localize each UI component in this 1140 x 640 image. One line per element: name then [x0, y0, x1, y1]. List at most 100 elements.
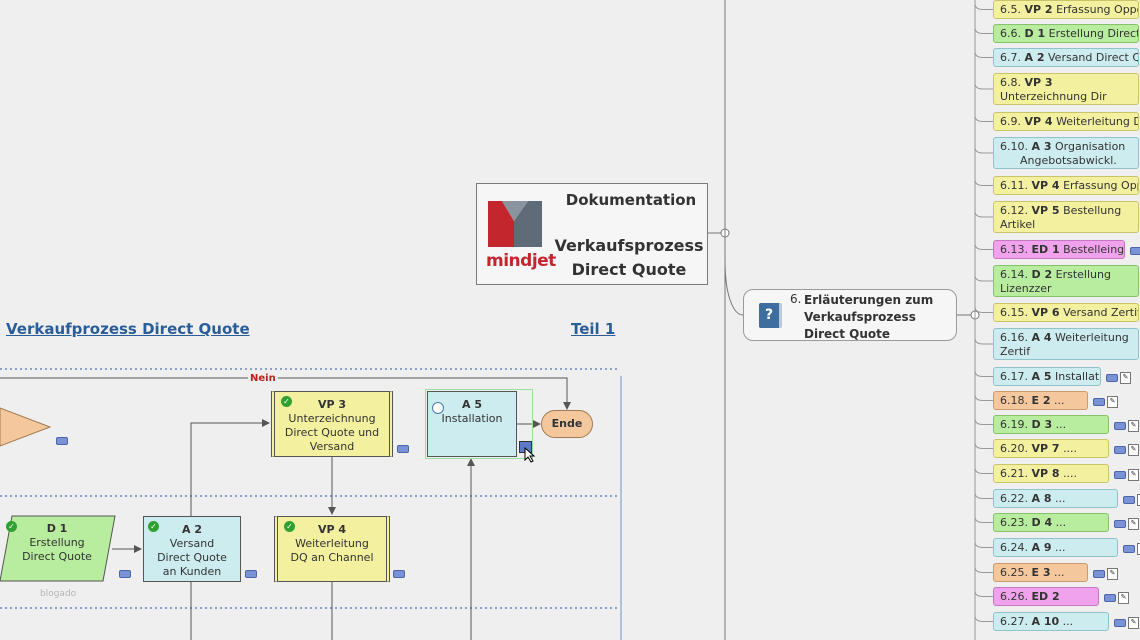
note-icon[interactable]: ✎: [1128, 616, 1139, 629]
subtopic-code: VP 6: [1031, 306, 1060, 319]
subtopic-item[interactable]: 6.17. A 5 Installation: [993, 367, 1101, 386]
marker-icon[interactable]: [1106, 373, 1118, 382]
subtopic-number: 6.18.: [1000, 394, 1028, 407]
subtopic-code: A 10: [1031, 615, 1060, 628]
process-a2[interactable]: A 2 Versand Direct Quote an Kunden: [143, 516, 241, 582]
subtopic-number: 6.13.: [1000, 243, 1028, 256]
marker-icon[interactable]: [1123, 495, 1135, 504]
vp3-line-2: Direct Quote und: [284, 426, 380, 439]
subtopic-code: E 3: [1031, 566, 1051, 579]
note-icon[interactable]: ✎: [1118, 591, 1129, 604]
selection-frame: [425, 389, 533, 459]
documentation-topic[interactable]: [476, 183, 708, 285]
mouse-cursor-icon: [524, 447, 536, 463]
subtopic-item[interactable]: 6.11. VP 4 Erfassung Opportun: [993, 176, 1139, 195]
subtopic-item[interactable]: 6.20. VP 7 ....: [993, 439, 1109, 458]
d1-line-1: Erstellung: [29, 536, 85, 549]
a5-title: A 5: [462, 398, 482, 411]
vp4-line-2: DQ an Channel: [290, 551, 374, 564]
subtopic-text: ...: [1055, 541, 1066, 554]
subtopic-item[interactable]: 6.27. A 10 ...: [993, 612, 1109, 631]
subtopic-code: A 9: [1031, 541, 1052, 554]
subtopic-item[interactable]: 6.8. VP 3 Unterzeichnung DirQuote und Ve…: [993, 73, 1139, 105]
marker-icon[interactable]: [397, 445, 409, 453]
marker-icon[interactable]: [1114, 421, 1126, 430]
subtopic-code: A 4: [1031, 331, 1052, 344]
subtopic-text: Weiterleitung Zertif: [1000, 331, 1129, 358]
subtopic-number: 6.5.: [1000, 3, 1021, 16]
subtopic-number: 6.14.: [1000, 268, 1028, 281]
watermark: blogado: [40, 589, 77, 599]
subtitle-line-2: Direct Quote: [571, 260, 687, 279]
end-node[interactable]: Ende: [541, 410, 593, 438]
subtopic-text: Versand Direct Quote: [1048, 51, 1138, 64]
marker-icon[interactable]: [56, 437, 68, 445]
note-icon[interactable]: ✎: [1107, 567, 1118, 580]
note-icon[interactable]: ✎: [1128, 443, 1139, 456]
subtopic-text: ...: [1054, 394, 1065, 407]
subtopic-item[interactable]: 6.25. E 3 ...: [993, 563, 1088, 582]
subtopic-number: 6.25.: [1000, 566, 1028, 579]
subtopic-item[interactable]: 6.21. VP 8 ....: [993, 464, 1109, 483]
subtopic-item[interactable]: 6.24. A 9 ...: [993, 538, 1118, 557]
marker-icon[interactable]: [1093, 397, 1105, 406]
marker-icon[interactable]: [1114, 470, 1126, 479]
marker-icon[interactable]: [119, 570, 131, 578]
subtopic-item[interactable]: 6.15. VP 6 Versand Zertifikat u: [993, 303, 1139, 322]
subtopic-item[interactable]: 6.9. VP 4 Weiterleitung DQ an: [993, 112, 1139, 131]
note-icon[interactable]: ✎: [1128, 517, 1139, 530]
a2-line-2: Direct Quote: [157, 551, 227, 564]
note-icon[interactable]: ✎: [1107, 395, 1118, 408]
subtopic-item[interactable]: 6.22. A 8 ...: [993, 489, 1118, 508]
marker-icon[interactable]: [1114, 519, 1126, 528]
note-icon[interactable]: ✎: [1128, 419, 1139, 432]
subtopic-text: Versand Zertifikat u: [1063, 306, 1138, 319]
marker-icon[interactable]: [1093, 569, 1105, 578]
subtopic-number: 6.9.: [1000, 115, 1021, 128]
process-a5[interactable]: A 5 Installation: [427, 391, 517, 457]
subtopic-text-line-2: Angebotsabwickl. mit H: [1020, 154, 1117, 167]
help-book-icon: ?: [759, 303, 782, 328]
process-d1[interactable]: D 1 Erstellung Direct Quote: [10, 516, 104, 581]
note-icon[interactable]: ✎: [1128, 468, 1139, 481]
a2-line-1: Versand: [169, 537, 215, 550]
subtopic-item[interactable]: 6.12. VP 5 Bestellung ArtikelOrder-Mgmt: [993, 201, 1139, 233]
note-icon[interactable]: ✎: [1120, 371, 1131, 384]
subtopic-number: 6.6.: [1000, 27, 1021, 40]
marker-icon[interactable]: [1123, 544, 1135, 553]
subtopic-code: A 3: [1031, 140, 1052, 153]
subtopic-code: A 5: [1031, 370, 1052, 383]
subtopic-code: VP 4: [1031, 179, 1060, 192]
marker-icon[interactable]: [245, 570, 257, 578]
subtopic-item[interactable]: 6.13. ED 1 Bestelleingang: [993, 240, 1125, 259]
subtopic-number: 6.26.: [1000, 590, 1028, 603]
marker-icon[interactable]: [1114, 445, 1126, 454]
process-vp4[interactable]: VP 4 Weiterleitung DQ an Channel: [274, 516, 390, 582]
marker-icon[interactable]: [1114, 618, 1126, 627]
subtopic-number: 6.7.: [1000, 51, 1021, 64]
subtopic-text: ...: [1055, 418, 1067, 431]
subtopic-item[interactable]: 6.14. D 2 Erstellung Lizenzzerund Rechnu…: [993, 265, 1139, 297]
subtopic-item[interactable]: 6.5. VP 2 Erfassung Opportun: [993, 0, 1139, 19]
subtopic-item[interactable]: 6.7. A 2 Versand Direct Quote: [993, 48, 1139, 67]
subtopic-item[interactable]: 6.6. D 1 Erstellung Direct Quo: [993, 24, 1139, 43]
a2-line-3: an Kunden: [162, 565, 222, 578]
subtopic-text: ...: [1054, 566, 1065, 579]
subtopic-item[interactable]: 6.18. E 2 ...: [993, 391, 1088, 410]
page-title-link[interactable]: Verkaufprozess Direct Quote: [6, 320, 250, 338]
subtopic-item[interactable]: 6.23. D 4 ...: [993, 513, 1109, 532]
a5-line-1: Installation: [441, 412, 503, 425]
subtopic-item[interactable]: 6.19. D 3 ...: [993, 415, 1109, 434]
part-title-link[interactable]: Teil 1: [571, 320, 616, 338]
subtopic-item[interactable]: 6.16. A 4 Weiterleitung ZertifRechnung a…: [993, 328, 1139, 360]
subtopic-text: Weiterleitung DQ an: [1056, 115, 1138, 128]
marker-icon[interactable]: [393, 570, 405, 578]
marker-icon[interactable]: [1130, 246, 1140, 255]
vp3-line-3: Versand: [309, 440, 355, 453]
marker-icon[interactable]: [1104, 593, 1116, 602]
subtopic-item[interactable]: 6.26. ED 2: [993, 587, 1099, 606]
check-icon: ✓: [281, 396, 292, 407]
subtopic-code: ED 1: [1031, 243, 1060, 256]
